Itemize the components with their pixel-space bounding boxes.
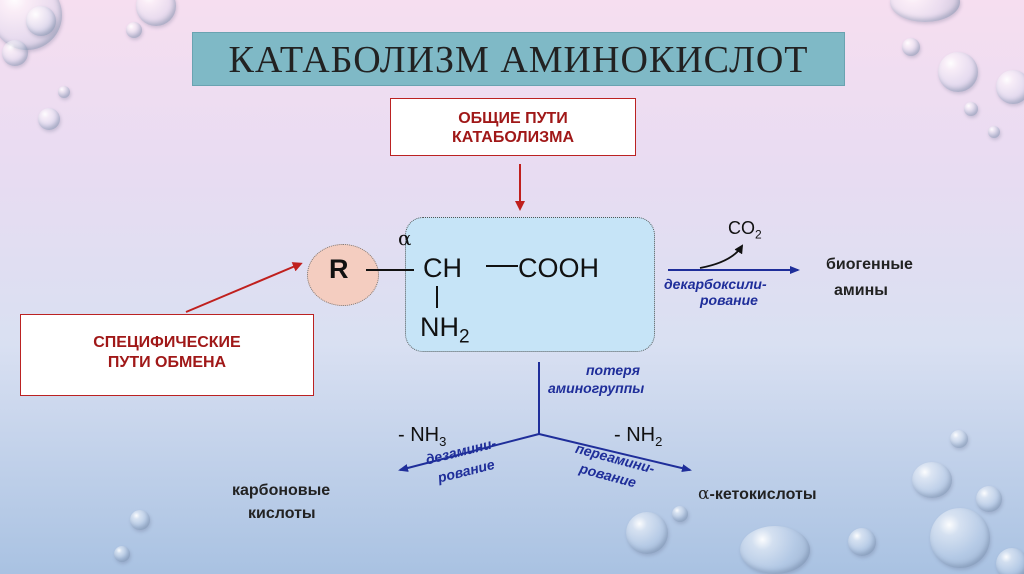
nh2-label: NH2	[420, 312, 470, 348]
r-group-label: R	[329, 254, 349, 284]
decarboxylation-line2: рование	[700, 292, 758, 308]
specific-paths-line2: ПУТИ ОБМЕНА	[107, 354, 227, 371]
bubble-decoration	[626, 512, 668, 554]
bubble-decoration	[912, 462, 952, 498]
cooh-label: COOH	[518, 253, 599, 283]
bubble-decoration	[848, 528, 876, 556]
bubble-decoration	[996, 548, 1024, 574]
keto-acids-label: α-кетокислоты	[698, 484, 816, 504]
bubble-decoration	[976, 486, 1002, 512]
r-group-region	[307, 244, 379, 306]
bubble-decoration	[988, 126, 1000, 138]
alpha-label: α	[398, 226, 412, 250]
general-paths-line1: ОБЩИЕ ПУТИ	[458, 110, 568, 127]
bubble-decoration	[964, 102, 978, 116]
co2-release-arrow	[699, 244, 744, 269]
alpha-carbon-region	[405, 217, 655, 352]
deamination-arrow	[398, 433, 540, 472]
specific-paths-arrow	[185, 262, 303, 313]
nh-text: NH	[420, 312, 459, 342]
minus-nh2-subscript: 2	[655, 434, 663, 449]
ch-label: CH	[423, 253, 462, 283]
bubble-decoration	[58, 86, 70, 98]
title-banner: КАТАБОЛИЗМ АМИНОКИСЛОТ	[193, 33, 844, 85]
co2-label: CO2	[728, 218, 762, 242]
specific-paths-line1: СПЕЦИФИЧЕСКИЕ	[93, 334, 241, 351]
minus-nh3-text: - NH	[398, 424, 440, 446]
biogenic-amines-line2: амины	[834, 282, 888, 299]
general-paths-line2: КАТАБОЛИЗМА	[451, 129, 575, 146]
bubble-decoration	[130, 510, 150, 530]
bubble-decoration	[996, 70, 1024, 104]
carboxylic-acids-line2: кислоты	[248, 505, 316, 522]
keto-alpha-symbol: α	[698, 484, 710, 504]
bubble-decoration	[126, 22, 142, 38]
general-paths-box: ОБЩИЕ ПУТИ КАТАБОЛИЗМА	[390, 98, 636, 156]
transamination-arrow	[538, 433, 692, 473]
decarboxylation-line1: декарбоксили-	[664, 276, 767, 292]
bubble-decoration	[740, 526, 810, 574]
minus-nh3-subscript: 3	[439, 434, 447, 449]
minus-nh3-label: - NH3	[398, 424, 446, 449]
bubble-decoration	[938, 52, 978, 92]
bubble-decoration	[2, 40, 28, 66]
bubble-decoration	[672, 506, 688, 522]
bubble-decoration	[114, 546, 130, 562]
keto-acids-text: -кетокислоты	[709, 486, 817, 503]
bubble-decoration	[930, 508, 990, 568]
carboxylic-acids-line1: карбоновые	[232, 482, 331, 499]
nh-subscript: 2	[459, 326, 470, 348]
bubble-decoration	[38, 108, 60, 130]
bubble-decoration	[902, 38, 920, 56]
bubble-decoration	[26, 6, 56, 36]
page-title: КАТАБОЛИЗМ АМИНОКИСЛОТ	[228, 39, 809, 81]
bubble-decoration	[890, 0, 960, 22]
amino-loss-line2: аминогруппы	[548, 380, 645, 396]
biogenic-amines-line1: биогенные	[826, 256, 913, 273]
minus-nh2-text: - NH	[614, 424, 656, 446]
co2-text: CO	[728, 218, 755, 238]
minus-nh2-label: - NH2	[614, 424, 662, 449]
specific-paths-box: СПЕЦИФИЧЕСКИЕ ПУТИ ОБМЕНА	[20, 314, 314, 396]
co2-subscript: 2	[755, 227, 762, 242]
bubble-decoration	[950, 430, 968, 448]
amino-loss-line1: потеря	[586, 362, 640, 378]
